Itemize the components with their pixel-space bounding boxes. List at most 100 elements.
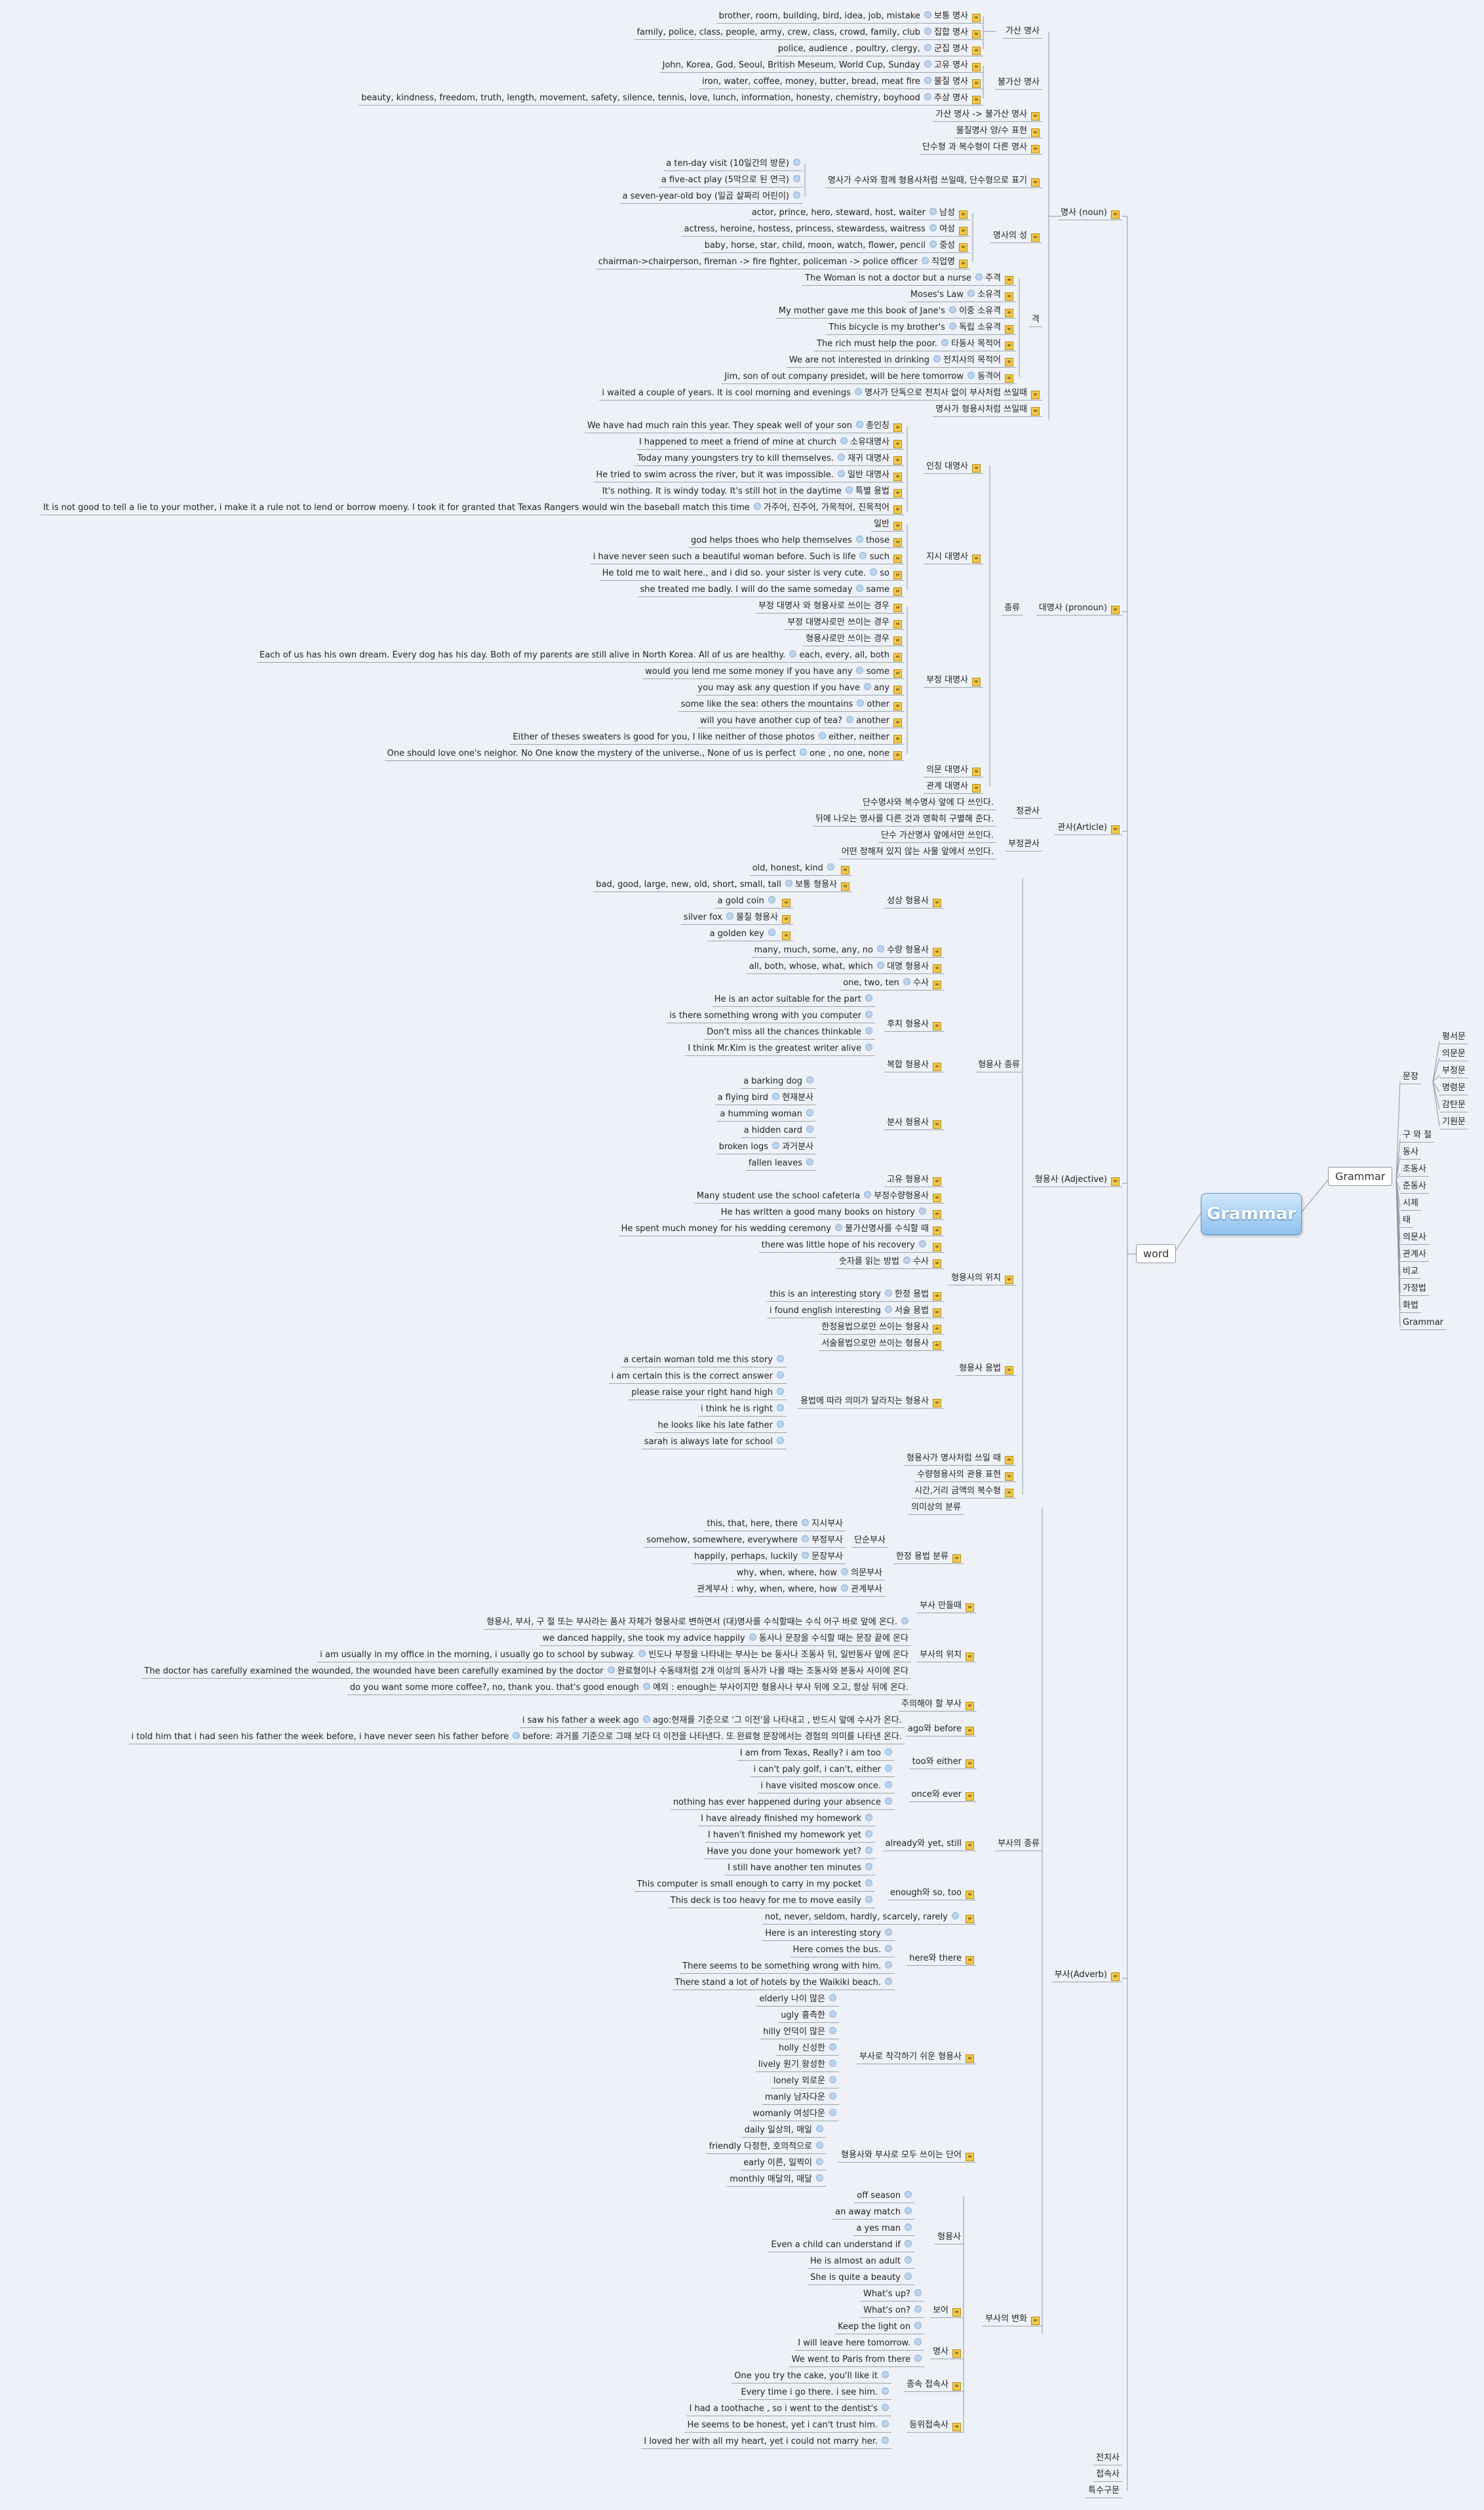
note-icon[interactable]: ≡: [972, 464, 981, 473]
grammar-item[interactable]: 의문사: [1400, 1231, 1429, 1245]
adjective-general[interactable]: old, honest, kind ≡: [749, 862, 852, 876]
adverb-here-there-label[interactable]: here와 there≡: [907, 1952, 977, 1966]
adjective-past-participle[interactable]: broken logs 과거분사: [716, 1141, 816, 1154]
adverb-meaning-cat[interactable]: 의미상의 분류: [908, 1501, 964, 1515]
collapse-dot-icon[interactable]: [840, 437, 848, 444]
collapse-dot-icon[interactable]: [829, 2043, 836, 2050]
pronoun-personal-item[interactable]: It is not good to tell a lie to your mot…: [40, 501, 905, 515]
noun-topic[interactable]: 명사 (noun)≡: [1058, 206, 1122, 220]
note-icon[interactable]: ≡: [966, 1759, 974, 1768]
grammar-item[interactable]: 비교: [1400, 1265, 1421, 1279]
noun-countable-item[interactable]: brother, room, building, bird, idea, job…: [716, 10, 983, 24]
note-icon[interactable]: ≡: [972, 555, 981, 563]
note-icon[interactable]: ≡: [972, 96, 981, 104]
adverb-change-conj-ex[interactable]: Every time i go there. i see him.: [738, 2386, 891, 2400]
adjective-meaning-example[interactable]: please raise your right hand high: [629, 1386, 787, 1400]
article-definite-item[interactable]: 뒤에 나오는 명사를 다른 것과 명확히 구별해 준다.: [812, 813, 996, 827]
note-icon[interactable]: ≡: [933, 1259, 941, 1268]
collapse-dot-icon[interactable]: [924, 60, 931, 68]
collapse-dot-icon[interactable]: [929, 224, 937, 231]
adverb-simple[interactable]: 단순부사: [851, 1534, 888, 1548]
pronoun-tail[interactable]: 관계 대명사≡: [924, 780, 983, 794]
article-definite[interactable]: 정관사: [1013, 805, 1042, 819]
noun-gender-item[interactable]: actor, prince, hero, steward, host, wait…: [749, 206, 970, 220]
adjective-meaning-example[interactable]: sarah is always late for school: [641, 1436, 787, 1449]
adverb-already[interactable]: I have already finished my homework: [698, 1813, 875, 1826]
adjective-kinds[interactable]: 형용사 종류: [975, 1059, 1023, 1072]
article-indefinite[interactable]: 부정관사: [1006, 838, 1042, 852]
note-icon[interactable]: ≡: [933, 1226, 941, 1235]
note-icon[interactable]: ≡: [966, 1603, 974, 1612]
note-icon[interactable]: ≡: [933, 981, 941, 989]
note-icon[interactable]: ≡: [782, 931, 791, 940]
collapse-dot-icon[interactable]: [933, 355, 941, 363]
collapse-dot-icon[interactable]: [802, 1519, 810, 1526]
adjective-present-participle[interactable]: a flying bird 현재분사: [714, 1091, 816, 1105]
noun-adj-use[interactable]: 명사가 수사와 함께 형용사처럼 쓰일때, 단수형으로 표기≡: [825, 174, 1042, 188]
noun-misc[interactable]: 가산 명사 -> 불가산 명사≡: [933, 108, 1042, 122]
adjective-quantity[interactable]: all, both, whose, what, which 대명 형용사≡: [746, 960, 944, 974]
collapse-dot-icon[interactable]: [905, 2256, 912, 2264]
collapse-dot-icon[interactable]: [929, 241, 937, 248]
pronoun-indefinite-item[interactable]: 부정 대명사로만 쓰이는 경우≡: [785, 616, 905, 630]
collapse-dot-icon[interactable]: [768, 929, 775, 936]
adjective-numbers[interactable]: 숫자를 읽는 방법 수사≡: [836, 1255, 944, 1269]
collapse-dot-icon[interactable]: [948, 323, 956, 330]
pronoun-indefinite[interactable]: 부정 대명사≡: [924, 674, 983, 688]
collapse-dot-icon[interactable]: [903, 1257, 910, 1264]
noun-case-item[interactable]: We are not interested in drinking 전치사의 목…: [786, 354, 1016, 368]
adverb-change-comp-ex[interactable]: What's on?: [861, 2304, 924, 2318]
noun-adj-use-example[interactable]: a ten-day visit (10일간의 방문): [663, 157, 803, 171]
adverb-rel-item[interactable]: 관계부사 : why, when, where, how 관계부사: [694, 1583, 885, 1597]
grammar-item[interactable]: 가정법: [1400, 1282, 1429, 1296]
collapse-dot-icon[interactable]: [865, 1027, 872, 1034]
collapse-dot-icon[interactable]: [924, 93, 931, 100]
note-icon[interactable]: ≡: [893, 538, 902, 547]
note-icon[interactable]: ≡: [1005, 374, 1013, 383]
pronoun-indefinite-item[interactable]: 형용사로만 쓰이는 경우≡: [803, 633, 905, 646]
collapse-dot-icon[interactable]: [921, 257, 929, 264]
adjective-predicate[interactable]: i found english interesting 서술 용법≡: [766, 1304, 944, 1318]
adverb-position-item[interactable]: The doctor has carefully examined the wo…: [142, 1665, 911, 1679]
note-icon[interactable]: ≡: [933, 1177, 941, 1186]
note-icon[interactable]: ≡: [1111, 1972, 1120, 1981]
collapse-dot-icon[interactable]: [777, 1371, 784, 1379]
collapse-dot-icon[interactable]: [865, 1896, 872, 1903]
pronoun-kinds[interactable]: 종류: [1002, 602, 1023, 616]
pronoun-personal[interactable]: 인칭 대명사≡: [924, 460, 983, 474]
pronoun-indefinite-item[interactable]: you may ask any question if you have any…: [695, 682, 905, 696]
collapse-dot-icon[interactable]: [846, 716, 854, 723]
note-icon[interactable]: ≡: [782, 899, 791, 907]
noun-case-item[interactable]: The rich must help the poor. 타동사 목적어≡: [814, 338, 1016, 351]
note-icon[interactable]: ≡: [1111, 825, 1120, 834]
note-icon[interactable]: ≡: [893, 505, 902, 514]
collapse-dot-icon[interactable]: [841, 1568, 849, 1575]
noun-countable-item[interactable]: police, audience , poultry, clergy, 군집 명…: [775, 43, 983, 56]
grammar-sentence-item[interactable]: 명령문: [1439, 1082, 1468, 1095]
noun-uncountable-item[interactable]: beauty, kindness, freedom, truth, length…: [359, 92, 983, 106]
collapse-dot-icon[interactable]: [924, 77, 931, 84]
adverb-change-comp-ex[interactable]: What's up?: [860, 2288, 924, 2302]
pronoun-personal-item[interactable]: Today many youngsters try to kill themse…: [635, 452, 905, 466]
note-icon[interactable]: ≡: [933, 1022, 941, 1030]
adverb-once-ever[interactable]: nothing has ever happened during your ab…: [670, 1796, 895, 1810]
adjective-meaning-example[interactable]: a certain woman told me this story: [621, 1354, 787, 1367]
collapse-dot-icon[interactable]: [914, 2322, 922, 2329]
adjective-topic[interactable]: 형용사 (Adjective)≡: [1032, 1173, 1122, 1187]
collapse-dot-icon[interactable]: [806, 1109, 813, 1116]
note-icon[interactable]: ≡: [972, 63, 981, 71]
collapse-dot-icon[interactable]: [845, 486, 853, 494]
adjective-indef-qty[interactable]: there was little hope of his recovery ≡: [758, 1239, 944, 1253]
adjective-only[interactable]: 한정용법으로만 쓰이는 형용사≡: [819, 1321, 944, 1335]
adverb-confuse[interactable]: manly 남자다운: [762, 2091, 839, 2105]
adverb-confuse[interactable]: ugly 흉측한: [778, 2009, 839, 2023]
collapse-dot-icon[interactable]: [638, 1650, 646, 1657]
adverb-too-either[interactable]: i can't paly golf, i can't, either: [751, 1763, 895, 1777]
adverb-change-adj[interactable]: 형용사: [935, 2231, 964, 2245]
note-icon[interactable]: ≡: [933, 948, 941, 956]
collapse-dot-icon[interactable]: [772, 1093, 780, 1100]
collapse-dot-icon[interactable]: [882, 2371, 889, 2378]
collapse-dot-icon[interactable]: [870, 568, 878, 576]
collapse-dot-icon[interactable]: [777, 1437, 784, 1444]
collapse-dot-icon[interactable]: [829, 2092, 836, 2100]
